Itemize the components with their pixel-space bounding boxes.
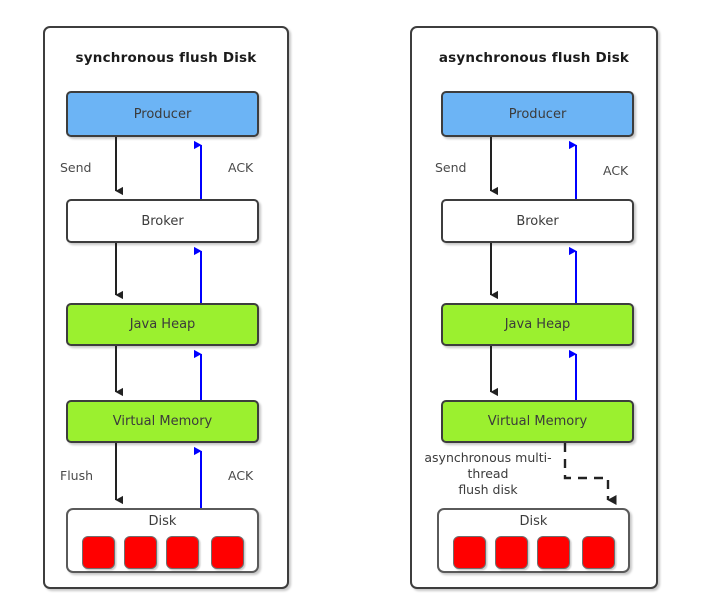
node-producer-async: Producer xyxy=(441,91,634,137)
disk-cell xyxy=(537,536,570,569)
node-disk-async: Disk xyxy=(437,508,630,573)
edge-label-ack-top-sync: ACK xyxy=(228,160,254,175)
node-label: Java Heap xyxy=(504,317,571,332)
node-broker-async: Broker xyxy=(441,199,634,243)
edge-label-send-async: Send xyxy=(435,160,467,175)
disk-cell xyxy=(582,536,615,569)
node-label: Virtual Memory xyxy=(487,414,588,429)
panel-title-asynchronous: asynchronous flush Disk xyxy=(438,50,630,66)
disk-cell xyxy=(124,536,157,569)
disk-label: Disk xyxy=(148,514,177,529)
disk-cell xyxy=(166,536,199,569)
panel-title-synchronous: synchronous flush Disk xyxy=(75,50,257,66)
node-disk-sync: Disk xyxy=(66,508,259,573)
disk-cell xyxy=(495,536,528,569)
node-producer-sync: Producer xyxy=(66,91,259,137)
note-async-flush-disk: asynchronous multi- thread flush disk xyxy=(424,450,552,497)
node-label: Producer xyxy=(133,106,192,122)
disk-cell xyxy=(211,536,244,569)
node-broker-sync: Broker xyxy=(66,199,259,243)
node-label: Broker xyxy=(141,213,184,229)
node-label: Virtual Memory xyxy=(112,414,213,429)
node-label: Broker xyxy=(516,213,559,229)
disk-cell xyxy=(82,536,115,569)
node-label: Producer xyxy=(508,106,567,122)
disk-label: Disk xyxy=(519,514,548,529)
arrow-async-flush-dashed xyxy=(563,443,617,505)
edge-label-flush-sync: Flush xyxy=(60,468,94,483)
node-java-heap-sync: Java Heap xyxy=(66,303,259,346)
edge-label-ack-top-async: ACK xyxy=(603,163,629,178)
node-virtual-memory-async: Virtual Memory xyxy=(441,400,634,443)
node-virtual-memory-sync: Virtual Memory xyxy=(66,400,259,443)
edge-label-ack-bottom-sync: ACK xyxy=(228,468,254,483)
node-label: Java Heap xyxy=(129,317,196,332)
edge-label-send-sync: Send xyxy=(60,160,92,175)
node-java-heap-async: Java Heap xyxy=(441,303,634,346)
disk-cell xyxy=(453,536,486,569)
